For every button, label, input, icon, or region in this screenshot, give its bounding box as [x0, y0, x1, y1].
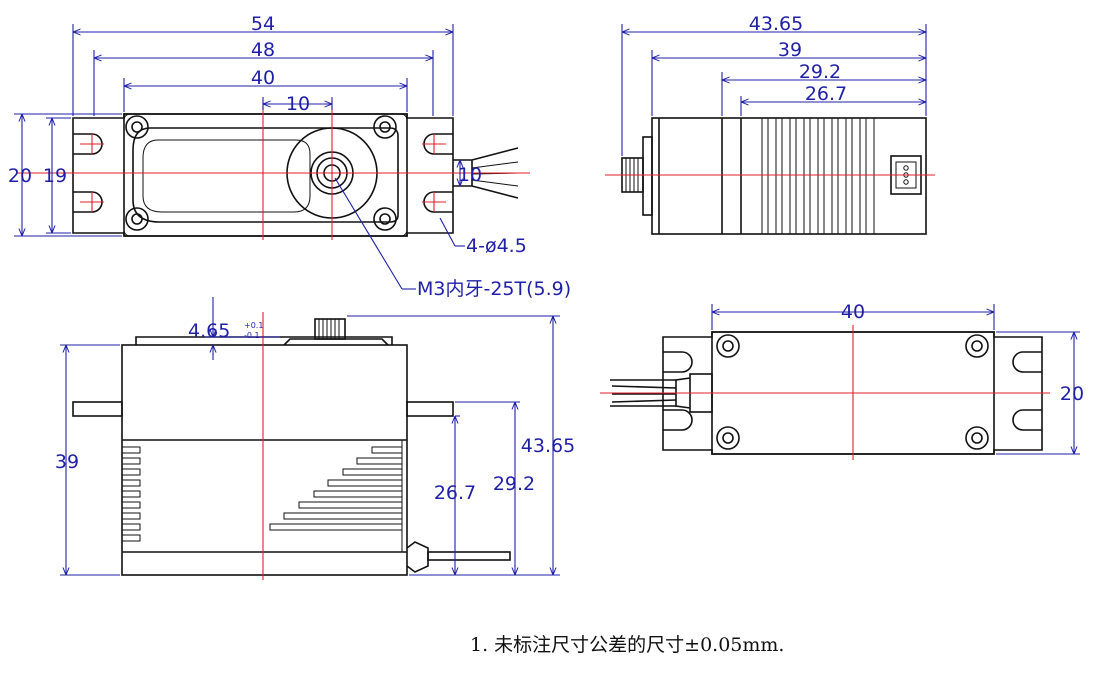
dim-40: 40 — [251, 67, 275, 89]
screw-icon — [373, 207, 397, 231]
dim-20-bottom: 20 — [1060, 383, 1084, 405]
screw-icon — [125, 207, 149, 231]
screw-icon — [716, 334, 740, 358]
top-view-centerlines — [18, 100, 530, 240]
dim-26-7: 26.7 — [805, 83, 847, 105]
dim-40-bottom: 40 — [841, 301, 865, 323]
screw-icon — [965, 334, 989, 358]
front-view: 4.65 +0.1 -0.1 39 26.7 29.2 43.65 — [55, 297, 575, 580]
screw-icon — [716, 426, 740, 450]
side-fins — [761, 118, 875, 234]
dim-48: 48 — [251, 39, 275, 61]
dim-39-front: 39 — [55, 451, 79, 473]
dim-43-65-front: 43.65 — [521, 435, 575, 457]
holes-label: 4-ø4.5 — [466, 235, 527, 257]
screw-icon — [373, 115, 397, 139]
bottom-view: 40 20 — [600, 301, 1084, 460]
front-step-fins — [269, 440, 403, 552]
top-view-dimensions: 54 48 40 10 20 19 10 — [8, 13, 571, 300]
dim-19: 19 — [43, 165, 67, 187]
dim-26-7-front: 26.7 — [434, 482, 476, 504]
side-view-dimensions: 43.65 39 29.2 26.7 — [621, 13, 927, 156]
front-left-fins — [121, 446, 141, 542]
tol-plus: +0.1 — [244, 321, 263, 330]
dim-20: 20 — [8, 165, 32, 187]
screw-icon — [125, 115, 149, 139]
dim-4-65: 4.65 — [188, 320, 230, 342]
tol-minus: -0.1 — [244, 331, 260, 340]
dim-10: 10 — [286, 93, 310, 115]
tolerance-note: 1. 未标注尺寸公差的尺寸±0.05mm. — [470, 634, 784, 656]
dim-29-2: 29.2 — [799, 61, 841, 83]
top-view: 54 48 40 10 20 19 10 — [8, 13, 571, 300]
dim-54: 54 — [251, 13, 275, 35]
bottom-view-dimensions: 40 20 — [711, 301, 1084, 455]
dim-43-65: 43.65 — [749, 13, 803, 35]
dim-39: 39 — [778, 39, 802, 61]
dim-29-2-front: 29.2 — [493, 473, 535, 495]
front-view-dimensions: 4.65 +0.1 -0.1 39 26.7 29.2 43.65 — [55, 297, 575, 576]
dim-wire-10: 10 — [458, 164, 482, 186]
spline-label: M3内牙-25T(5.9) — [417, 278, 571, 300]
screw-icon — [965, 426, 989, 450]
top-view-body — [72, 113, 519, 237]
side-view: 43.65 39 29.2 26.7 — [605, 13, 935, 235]
